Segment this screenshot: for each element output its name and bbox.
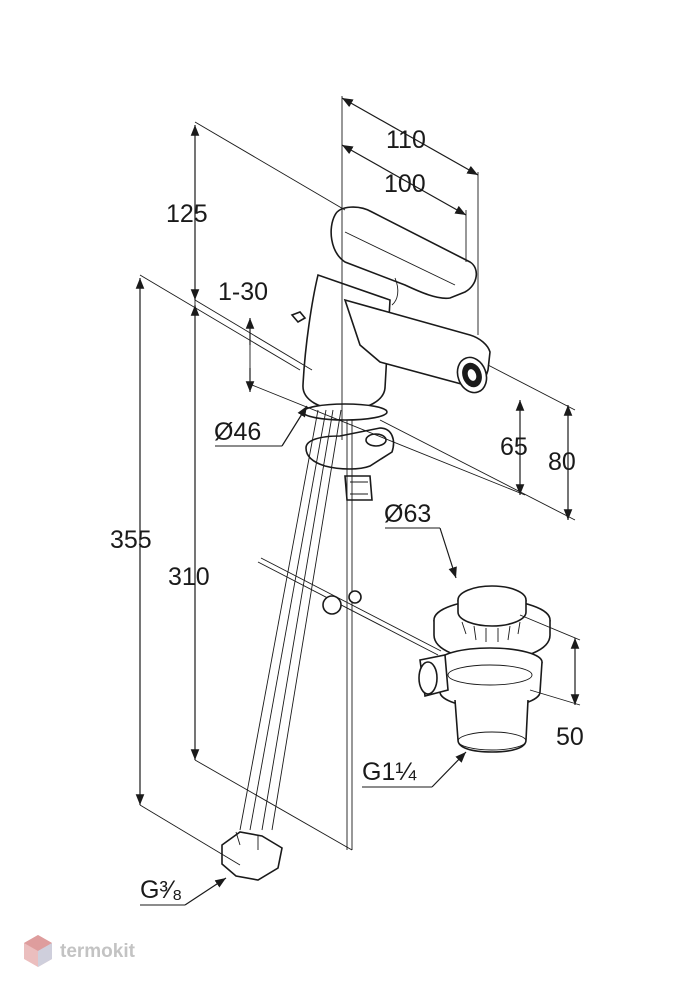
faucet-body — [290, 206, 491, 421]
supply-hoses — [221, 409, 353, 881]
dim-width-overall: 110 — [386, 126, 426, 154]
dim-drain-thread: G1¼ — [362, 758, 417, 786]
termokit-logo-icon — [24, 935, 52, 967]
dim-drain-height: 50 — [556, 723, 584, 751]
dim-spout-top: 80 — [548, 448, 576, 476]
watermark-brand: termokit — [60, 941, 136, 962]
dimension-labels: 110 100 125 1-30 Ø46 65 80 355 310 Ø63 5… — [110, 126, 584, 904]
dim-height-top: 125 — [166, 200, 208, 228]
dim-width-spout: 100 — [384, 170, 426, 198]
mounting-bracket — [305, 427, 395, 501]
watermark: termokit — [24, 935, 136, 967]
dim-lever-angle: 1-30 — [218, 278, 268, 306]
dim-height-hose: 310 — [168, 563, 210, 591]
dimension-lines — [135, 96, 581, 906]
drain-rod — [257, 557, 442, 656]
dim-hose-thread: G³⁄₈ — [140, 876, 182, 904]
dim-height-total: 355 — [110, 526, 152, 554]
dim-spout-height: 65 — [500, 433, 528, 461]
popup-drain — [418, 585, 551, 753]
dim-drain-diameter: Ø63 — [384, 500, 431, 528]
dim-body-diameter: Ø46 — [214, 418, 261, 446]
